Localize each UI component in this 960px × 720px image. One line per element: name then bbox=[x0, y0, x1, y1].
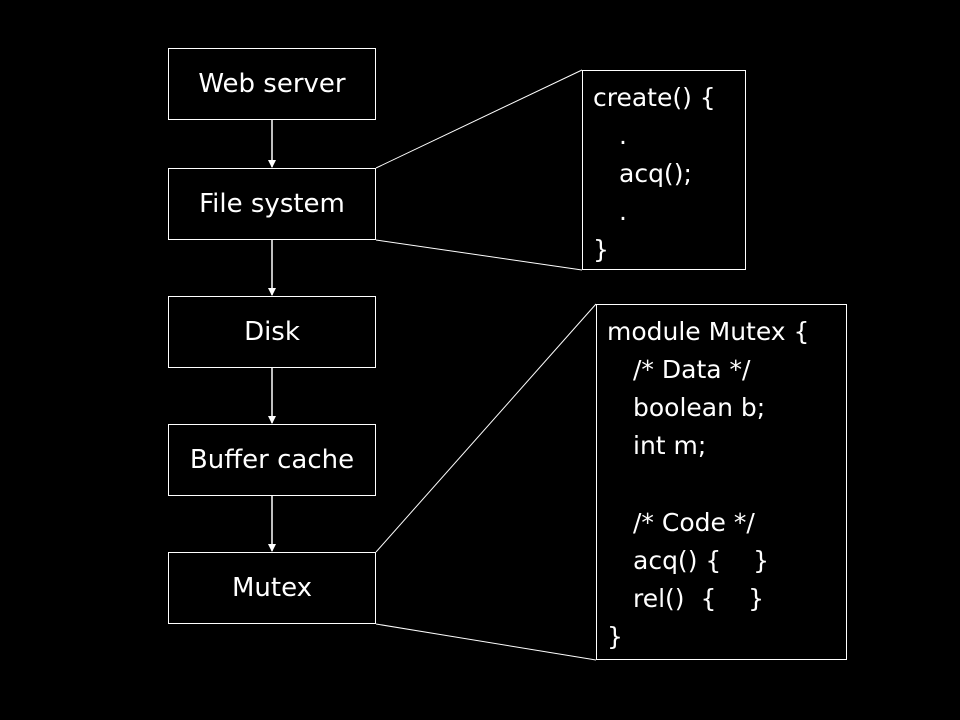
code-line: /* Code */ bbox=[633, 508, 755, 537]
code-line: create() { bbox=[593, 83, 716, 112]
code-line: boolean b; bbox=[633, 393, 766, 422]
layer-web-server: Web server bbox=[168, 48, 376, 120]
zoom-line-fs-bottom bbox=[375, 239, 583, 271]
code-line: . bbox=[619, 197, 627, 226]
code-line: rel() { } bbox=[633, 584, 765, 613]
create-code-box: create() { . acq(); . } bbox=[582, 70, 746, 270]
layer-label: File system bbox=[199, 189, 345, 219]
code-line: int m; bbox=[633, 431, 707, 460]
code-line: } bbox=[593, 235, 609, 264]
layer-file-system: File system bbox=[168, 168, 376, 240]
code-line: module Mutex { bbox=[607, 317, 810, 346]
zoom-line-fs-top bbox=[375, 69, 583, 169]
layer-buffer-cache: Buffer cache bbox=[168, 424, 376, 496]
layer-label: Web server bbox=[198, 69, 346, 99]
code-line: . bbox=[619, 121, 627, 150]
mutex-code-box: module Mutex { /* Data */ boolean b; int… bbox=[596, 304, 847, 660]
code-line: } bbox=[607, 622, 623, 651]
layer-label: Mutex bbox=[231, 573, 313, 603]
code-line: acq(); bbox=[619, 159, 692, 188]
layer-disk: Disk bbox=[168, 296, 376, 368]
code-line: /* Data */ bbox=[633, 355, 751, 384]
layer-label: Buffer cache bbox=[189, 445, 355, 475]
code-line: acq() { } bbox=[633, 546, 769, 575]
zoom-line-mutex-top bbox=[375, 303, 597, 553]
layer-label: Disk bbox=[244, 317, 300, 347]
code-blank-line bbox=[607, 465, 846, 504]
zoom-line-mutex-bottom bbox=[375, 623, 597, 661]
layer-mutex: Mutex bbox=[168, 552, 376, 624]
